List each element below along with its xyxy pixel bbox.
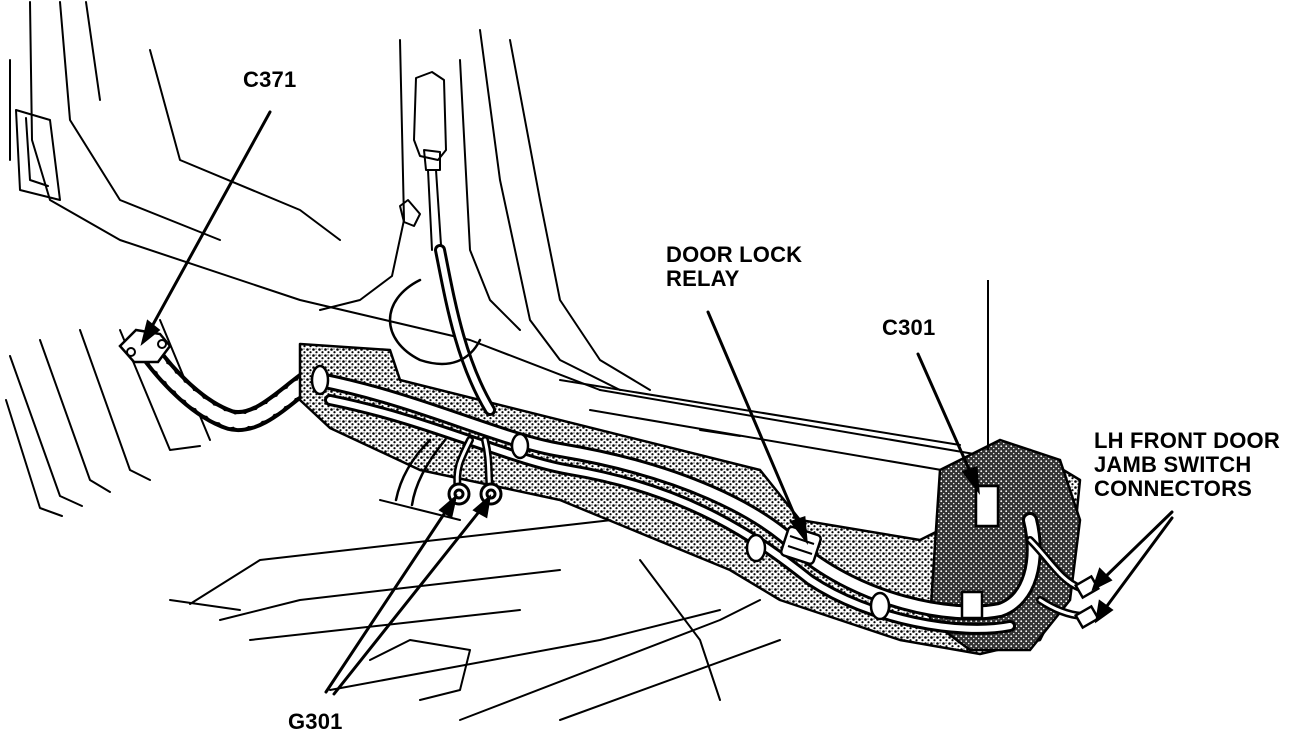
c371-label-text: C371	[243, 67, 297, 92]
g301-ground-eyelets	[447, 482, 503, 506]
c371-harness-conduit	[118, 328, 331, 433]
harness-clips	[310, 364, 891, 621]
c371-label: C371	[243, 68, 296, 92]
g301-label: G301	[288, 710, 343, 734]
jamb-switch-connector-plugs	[1073, 574, 1101, 630]
leader-lines	[140, 110, 1174, 696]
c301-label-text: C301	[882, 315, 936, 340]
jamb-switch-label-line-1: LH FRONT DOOR	[1094, 428, 1280, 453]
door-lock-relay-label-line-1: DOOR LOCK	[666, 242, 803, 267]
door-lock-relay-label-line-2: RELAY	[666, 266, 740, 291]
vehicle-body-outline	[5, 1, 1001, 721]
jamb-switch-label-line-3: CONNECTORS	[1094, 476, 1253, 501]
g301-label-text: G301	[288, 709, 343, 734]
jamb-switch-connectors-label: LH FRONT DOOR JAMB SWITCH CONNECTORS	[1094, 429, 1280, 501]
jamb-switch-label-line-2: JAMB SWITCH	[1094, 452, 1252, 477]
door-lock-relay-label: DOOR LOCK RELAY	[666, 243, 802, 291]
c301-label: C301	[882, 316, 935, 340]
c301-connector-body	[960, 280, 1000, 620]
